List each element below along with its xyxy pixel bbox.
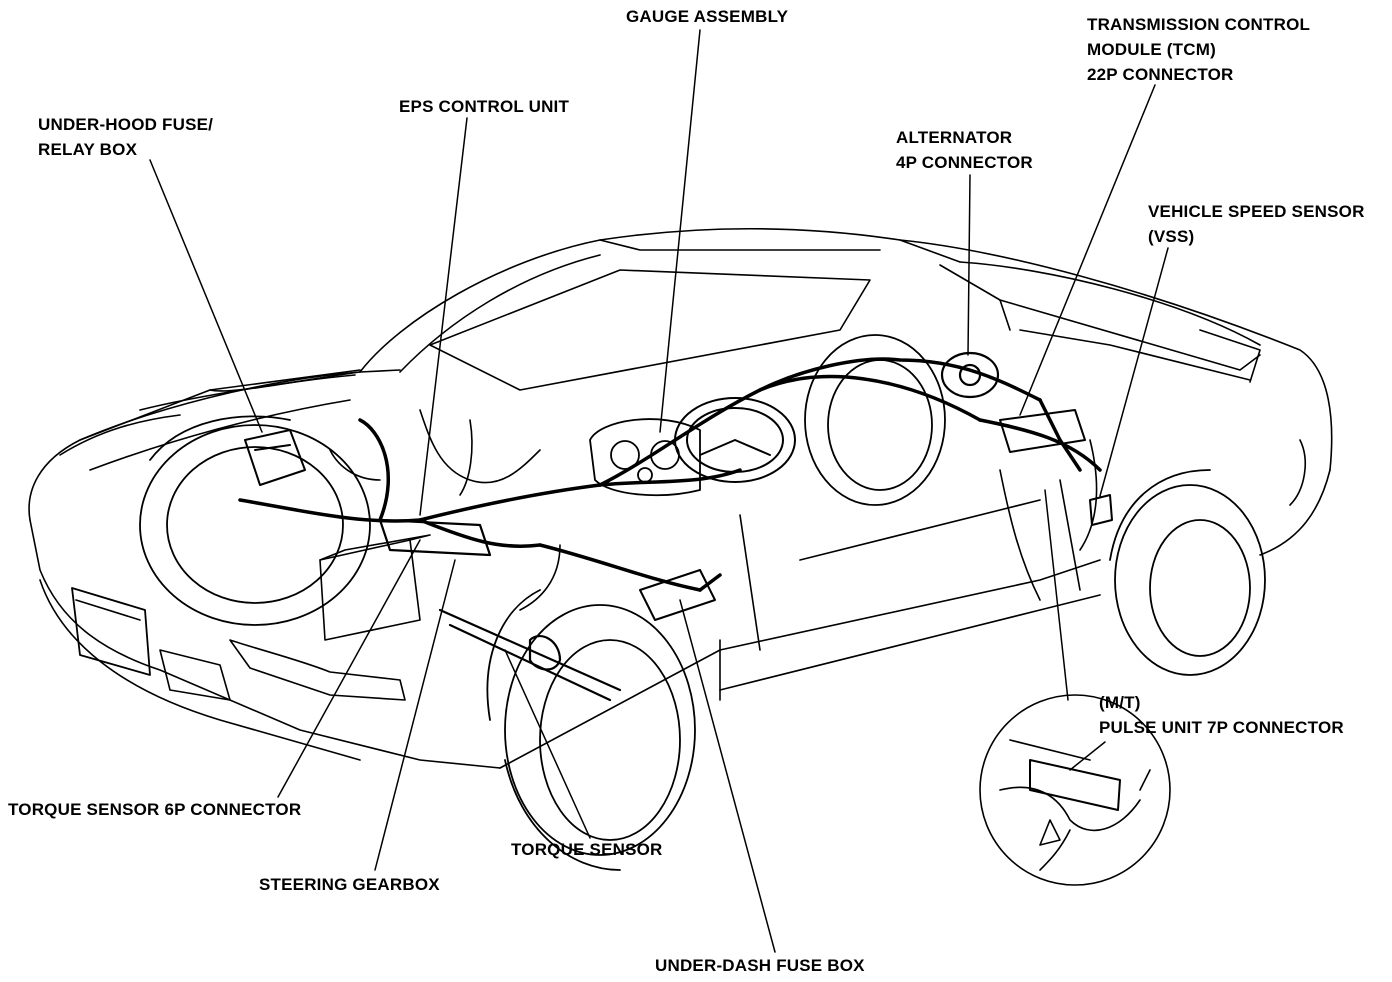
- label-line: 4P CONNECTOR: [896, 153, 1033, 172]
- front-left-wheel: [139, 415, 371, 626]
- label-line: 22P CONNECTOR: [1087, 65, 1234, 84]
- label-alternator: ALTERNATOR 4P CONNECTOR: [896, 125, 1033, 175]
- label-under-dash-fuse-box: UNDER-DASH FUSE BOX: [655, 953, 865, 978]
- pulse-unit-inset: [979, 694, 1171, 886]
- label-line: STEERING GEARBOX: [259, 875, 440, 894]
- eps-control-unit: [378, 518, 492, 557]
- front-right-wheel: [486, 589, 696, 871]
- under-dash-fuse-box: [639, 569, 716, 621]
- label-torque-sensor: TORQUE SENSOR: [511, 837, 663, 862]
- car-body: [28, 227, 1333, 769]
- label-line: TORQUE SENSOR: [511, 840, 663, 859]
- label-line: UNDER-DASH FUSE BOX: [655, 956, 865, 975]
- label-line: EPS CONTROL UNIT: [399, 97, 570, 116]
- vss-shape: [1089, 494, 1113, 526]
- label-line: PULSE UNIT 7P CONNECTOR: [1099, 718, 1344, 737]
- label-line: TRANSMISSION CONTROL: [1087, 15, 1311, 34]
- wiring-harness: [238, 357, 1102, 592]
- label-line: ALTERNATOR: [896, 128, 1013, 147]
- rear-right-wheel: [1109, 469, 1266, 676]
- label-line: TORQUE SENSOR 6P CONNECTOR: [8, 800, 302, 819]
- label-line: UNDER-HOOD FUSE/: [38, 115, 214, 134]
- label-steering-gearbox: STEERING GEARBOX: [259, 872, 440, 897]
- label-line: VEHICLE SPEED SENSOR: [1148, 202, 1365, 221]
- label-torque-sensor-connector: TORQUE SENSOR 6P CONNECTOR: [8, 797, 301, 822]
- label-line: (M/T): [1099, 693, 1141, 712]
- steering-gearbox-shape: [438, 608, 622, 702]
- gauge-cluster: [589, 418, 701, 497]
- label-line: RELAY BOX: [38, 140, 138, 159]
- label-tcm: TRANSMISSION CONTROL MODULE (TCM) 22P CO…: [1087, 12, 1310, 87]
- leader-lines: [149, 29, 1169, 953]
- label-line: (VSS): [1148, 227, 1195, 246]
- under-hood-fuse-box: [244, 429, 306, 486]
- steering-wheel: [674, 397, 796, 483]
- label-line: MODULE (TCM): [1087, 40, 1216, 59]
- label-under-hood-fuse: UNDER-HOOD FUSE/ RELAY BOX: [38, 112, 213, 162]
- label-vss: VEHICLE SPEED SENSOR (VSS): [1148, 199, 1365, 249]
- label-gauge-assembly: GAUGE ASSEMBLY: [626, 4, 788, 29]
- label-eps-control-unit: EPS CONTROL UNIT: [399, 94, 569, 119]
- tcm-shape: [999, 409, 1086, 453]
- label-pulse-unit: (M/T) PULSE UNIT 7P CONNECTOR: [1099, 690, 1344, 740]
- label-line: GAUGE ASSEMBLY: [626, 7, 789, 26]
- alternator-shape: [940, 351, 1000, 399]
